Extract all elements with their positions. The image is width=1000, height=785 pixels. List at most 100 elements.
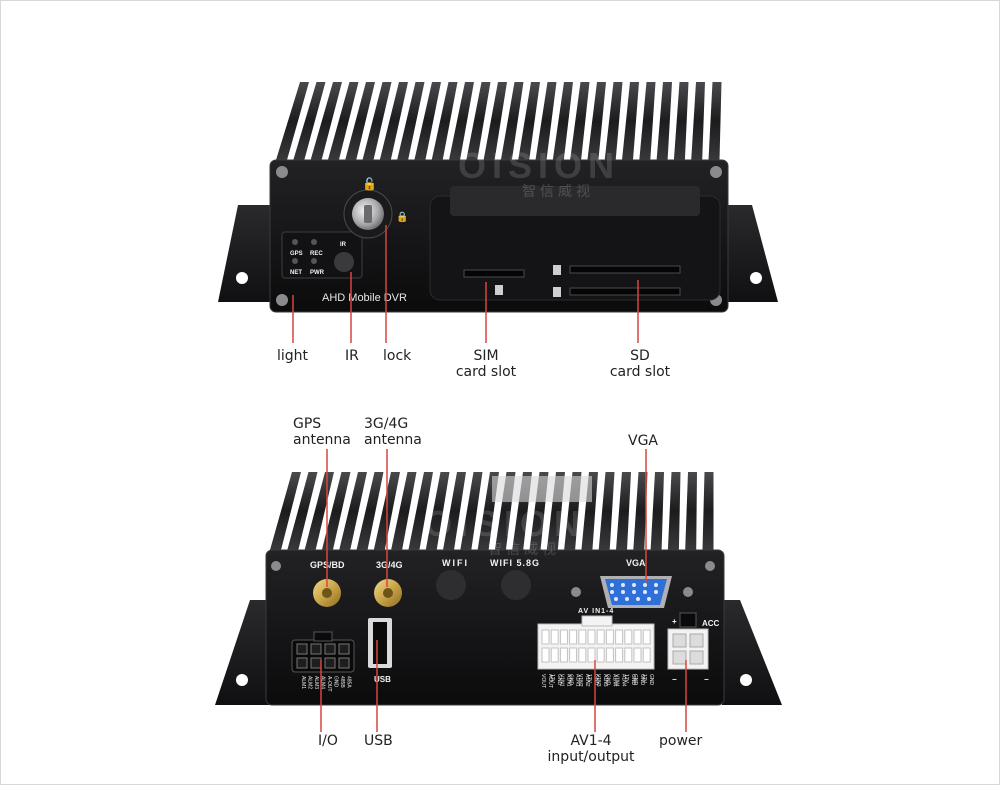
av-pin-label: V1N1 <box>558 674 564 687</box>
io-pin-label: 485B <box>339 676 345 688</box>
power-pin <box>672 633 687 648</box>
port-label-av: AV IN1-4 <box>578 608 614 615</box>
callout-vga: VGA <box>628 433 659 449</box>
front-dvr: GPS REC NET PWR IR 🔓 🔒 AHD Mobile DVR OI… <box>218 82 778 343</box>
power-pin <box>689 650 704 665</box>
callout-av-line1: AV1-4 <box>570 733 612 749</box>
callout-cell-line1: 3G/4G <box>364 416 409 432</box>
heatsink-fin <box>293 82 326 160</box>
heatsink-fin <box>685 472 697 550</box>
gps-antenna-pin <box>322 588 332 598</box>
sd-card-slot-2[interactable] <box>569 287 681 296</box>
av-pin-hole <box>642 647 651 663</box>
io-pin-holes <box>296 643 350 669</box>
vga-pin <box>625 597 629 601</box>
io-pin-hole <box>324 657 336 669</box>
heatsink-fin <box>425 472 450 550</box>
sd-card-icon <box>553 265 561 275</box>
led-label-gps: GPS <box>290 251 303 257</box>
heatsink-fin <box>327 82 359 160</box>
screw <box>705 561 715 571</box>
callout-sim-line2: card slot <box>455 364 517 380</box>
heatsink-fin <box>604 82 623 160</box>
flange-hole <box>750 272 762 284</box>
heatsink-fin <box>408 472 433 550</box>
vga-pin <box>643 583 647 587</box>
heatsink-fin <box>431 82 458 160</box>
io-pin-label: 485A <box>346 676 352 688</box>
callout-cell-line2: antenna <box>364 432 422 448</box>
flange-hole <box>236 674 248 686</box>
av-pin-hole <box>541 629 550 645</box>
av-pin-hole <box>559 629 568 645</box>
av-pin-hole <box>587 647 596 663</box>
av-pin-label: GND <box>604 674 610 686</box>
vga-pin <box>614 597 618 601</box>
screw <box>276 166 288 178</box>
io-pin-label: ALM3 <box>313 676 319 689</box>
callout-light: light <box>277 348 309 364</box>
sim-card-slot[interactable] <box>463 269 525 278</box>
vga-pin <box>636 597 640 601</box>
ir-label: IR <box>340 242 347 248</box>
callout-usb: USB <box>364 733 393 749</box>
io-pin-label: A-OUT <box>326 676 332 692</box>
screw <box>710 166 722 178</box>
av-pin-hole <box>642 629 651 645</box>
wifi-antenna-cap <box>436 570 466 600</box>
heatsink-fin <box>362 82 392 160</box>
av-pin-hole <box>596 647 605 663</box>
brand-watermark-sub: 智信威视 <box>522 183 594 199</box>
av-pin-label: V1N4 <box>614 674 620 687</box>
av-pin-label: A1N3 <box>602 674 608 687</box>
av-pin-label: A1N2 <box>584 674 590 687</box>
heatsink-fin <box>650 472 664 550</box>
label-sticker <box>492 476 592 502</box>
av-pin-hole <box>633 629 642 645</box>
led-label-pwr: PWR <box>310 270 325 276</box>
av-pin-label: 12V <box>586 674 592 684</box>
heatsink-fin <box>339 472 367 550</box>
av-pin-hole <box>605 647 614 663</box>
heatsink-fin <box>391 472 417 550</box>
io-pin-label: ALM2 <box>307 676 313 689</box>
av-pin-label: 12V <box>623 674 629 684</box>
av-pin-hole <box>569 629 578 645</box>
heatsink-fin <box>616 472 631 550</box>
av-pin-hole <box>633 647 642 663</box>
av-pin-label: V1N3 <box>595 674 601 687</box>
led-rec <box>311 239 317 245</box>
vga-pin <box>621 583 625 587</box>
av-latch <box>581 615 613 627</box>
heatsink-fin <box>673 82 689 160</box>
heatsink-fin <box>691 82 705 160</box>
port-label-usb: USB <box>374 675 391 684</box>
av-pin-holes <box>541 629 651 663</box>
callout-lock: lock <box>383 348 412 364</box>
av-pin-label: A1N1 <box>565 674 571 687</box>
av-pin-label: GND <box>593 674 599 686</box>
model-text: AHD Mobile DVR <box>322 292 407 304</box>
port-label-vga: VGA <box>626 558 646 568</box>
acc-switch[interactable] <box>679 612 697 628</box>
vga-pin <box>632 583 636 587</box>
av-pin-hole <box>605 629 614 645</box>
av-pin-hole <box>541 647 550 663</box>
front-heatsink <box>276 82 722 160</box>
av-pin-hole <box>587 629 596 645</box>
sd-card-slot-1[interactable] <box>569 265 681 274</box>
vga-pin <box>632 590 636 594</box>
led-gps <box>292 239 298 245</box>
vga-pin <box>610 590 614 594</box>
flange-hole <box>236 272 248 284</box>
av-pin-hole <box>550 647 559 663</box>
io-pin-hole <box>296 643 308 655</box>
port-label-wifi58: WIFI 5.8G <box>490 558 540 568</box>
drawer-handle[interactable] <box>450 186 700 216</box>
port-label-minus: − <box>672 675 677 684</box>
vga-pin <box>647 597 651 601</box>
av-pin-label: A1N4 <box>621 674 627 687</box>
heatsink-fin <box>598 472 615 550</box>
heatsink-fin <box>466 82 491 160</box>
